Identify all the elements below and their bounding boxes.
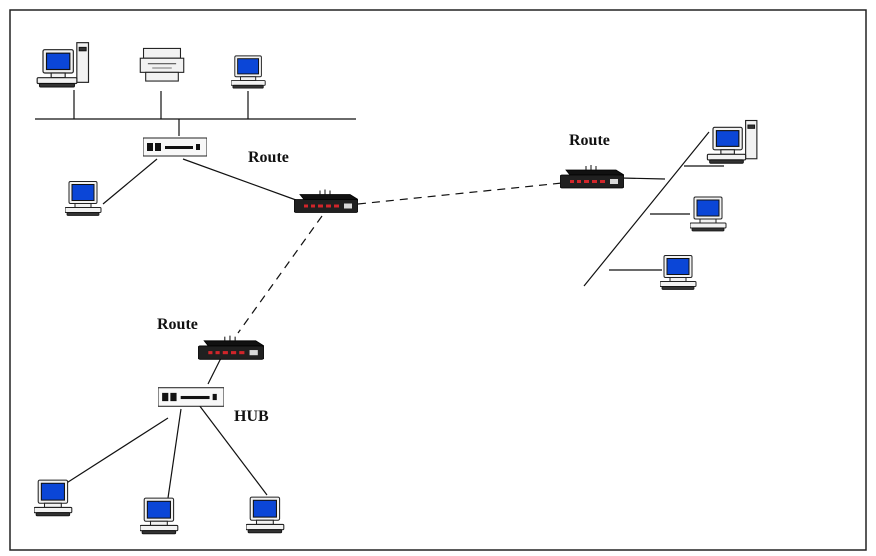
bottom-hub-to-middle-pc: [167, 408, 182, 499]
top-hub-to-center-router: [182, 158, 297, 201]
computer-icon: [660, 254, 697, 291]
computer-icon: [690, 196, 727, 232]
top-hub-to-left-pc: [102, 158, 158, 205]
hub-icon: [143, 137, 207, 157]
center-router-to-left-router-wan: [237, 215, 323, 334]
bottom-hub-to-left-pc: [64, 417, 169, 485]
router-icon: [198, 335, 264, 360]
hub-label: HUB: [234, 408, 269, 425]
right-lan-backbone: [583, 131, 710, 287]
computer-icon: [140, 497, 179, 535]
computer-icon: [34, 479, 73, 517]
network-devices: [34, 42, 758, 535]
right-router-link: [620, 177, 666, 180]
computer-icon: [231, 55, 266, 89]
computer-icon: [706, 119, 758, 164]
computer-icon: [246, 496, 285, 534]
computer-icon: [65, 180, 102, 217]
hub-icon: [158, 387, 224, 407]
router-icon: [560, 164, 624, 189]
bottom-hub-to-right-pc: [198, 404, 268, 496]
computer-icon: [36, 42, 90, 88]
center-router-to-right-router-wan: [357, 182, 563, 205]
router-icon: [294, 188, 358, 214]
left-router-to-hub-line: [207, 357, 222, 385]
printer-icon: [139, 47, 185, 82]
route-label-left: Route: [157, 316, 198, 333]
diagram-labels: Route Route Route HUB: [157, 132, 610, 425]
route-label-top: Route: [248, 149, 289, 166]
connection-lines: [35, 90, 724, 499]
route-label-right: Route: [569, 132, 610, 149]
diagram-border: [9, 9, 867, 551]
